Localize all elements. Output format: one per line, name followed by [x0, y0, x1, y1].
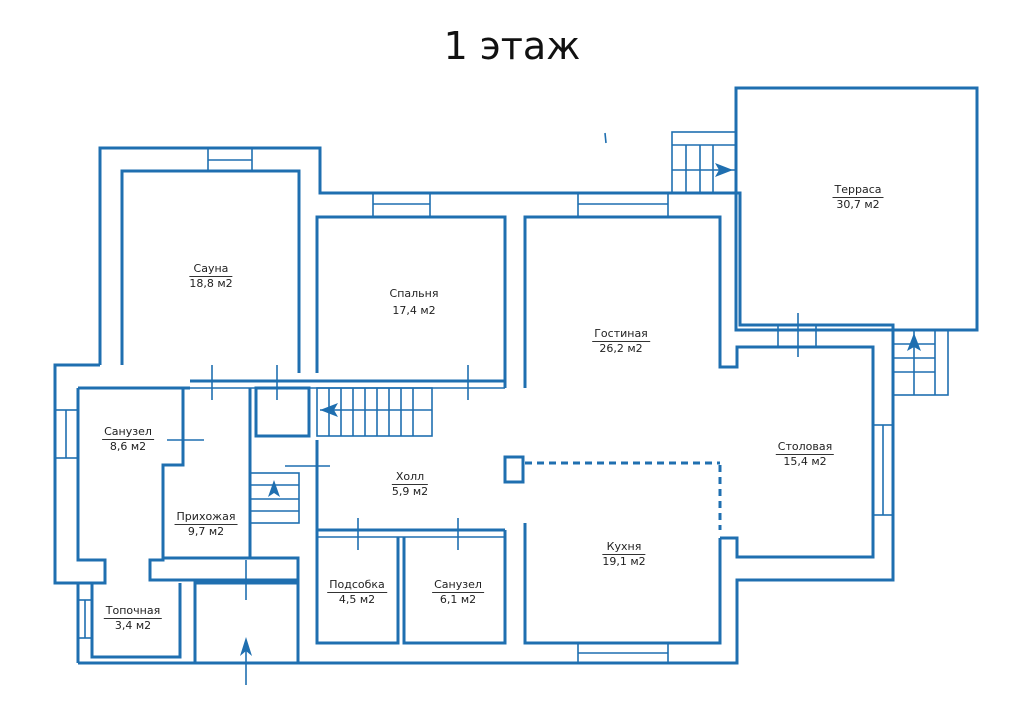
- arrow-up-icon: [268, 480, 280, 497]
- floor-title: 1 этаж: [443, 24, 581, 68]
- arrow-right-icon: [715, 163, 733, 177]
- arrow-up-icon: [907, 333, 921, 351]
- arrow-up-icon: [240, 637, 252, 656]
- direction-arrows: [240, 163, 921, 656]
- arrow-left-icon: [320, 403, 338, 417]
- walls: [53, 86, 979, 685]
